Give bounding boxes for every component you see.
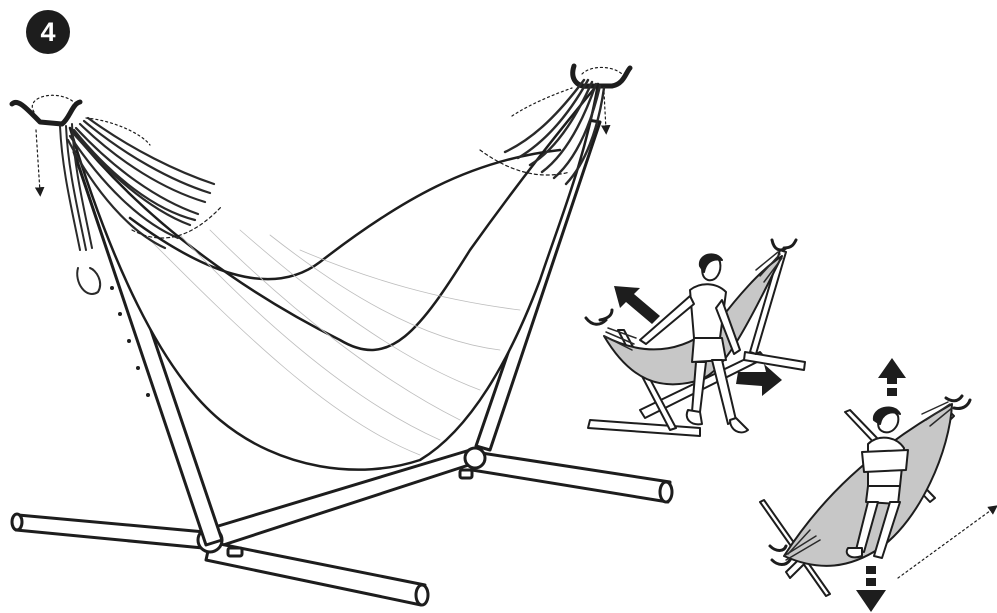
arrow-down-dashed-icon [856, 566, 886, 612]
hammock-fabric [70, 84, 598, 470]
inset-sitting-person [586, 240, 805, 436]
arrow-up-left-icon [614, 286, 660, 324]
inset-lying-person [760, 358, 994, 612]
left-hook-icon [12, 102, 80, 124]
stand-base-icon [12, 448, 672, 605]
main-hammock-stand [12, 66, 672, 605]
arrow-up-dashed-icon [878, 358, 906, 396]
